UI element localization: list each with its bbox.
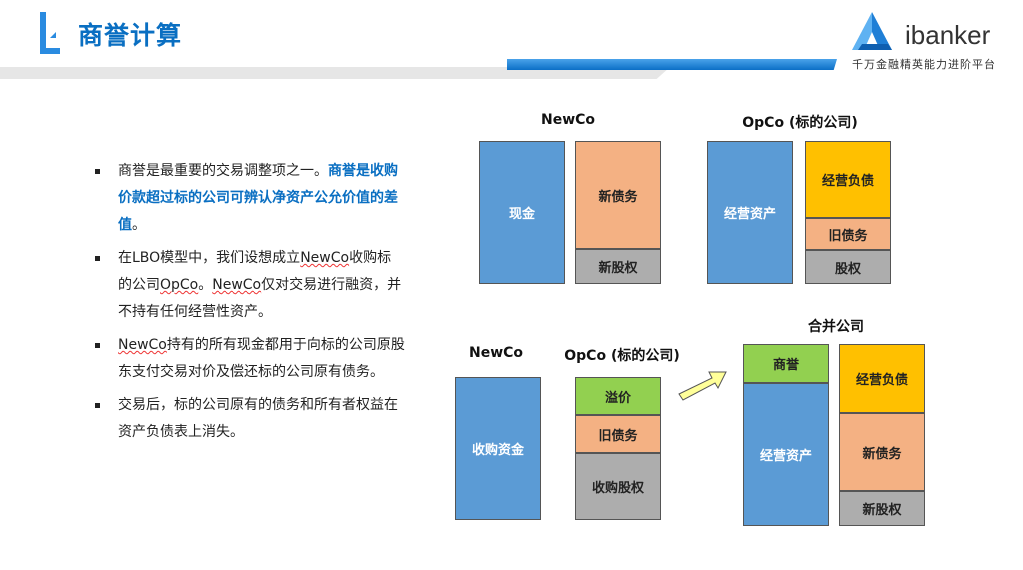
bullet-text: 持有的所有现金都用于向标的公司原股东支付交易对价及偿还标的公司原有债务。 bbox=[118, 337, 405, 380]
term: NewCo bbox=[300, 250, 350, 266]
opco-equity-box: 股权 bbox=[805, 250, 891, 284]
bullet-list: 商誉是最重要的交易调整项之一。商誉是收购价款超过标的公司可辨认净资产公允价值的差… bbox=[95, 158, 405, 452]
bottom-newco-label: NewCo bbox=[468, 345, 524, 361]
merged-new-equity-box: 新股权 bbox=[839, 491, 925, 526]
bullet-item: NewCo持有的所有现金都用于向标的公司原股东支付交易对价及偿还标的公司原有债务… bbox=[95, 332, 405, 386]
ibanker-logo-icon bbox=[852, 12, 892, 50]
bullet-text: 。 bbox=[198, 277, 213, 293]
newco-new-equity-box: 新股权 bbox=[575, 249, 661, 284]
header-divider bbox=[0, 67, 670, 79]
opco-operating-assets-box: 经营资产 bbox=[707, 141, 793, 284]
merged-operating-liabilities-box: 经营负债 bbox=[839, 344, 925, 413]
bullet-text: 交易后，标的公司原有的债务和所有者权益在资产负债表上消失。 bbox=[118, 397, 398, 440]
bullet-item: 在LBO模型中，我们设想成立NewCo收购标的公司OpCo。NewCo仅对交易进… bbox=[95, 245, 405, 326]
page-title: 商誉计算 bbox=[78, 21, 183, 50]
premium-box: 溢价 bbox=[575, 377, 661, 415]
bullet-text: 商誉是最重要的交易调整项之一。 bbox=[118, 163, 328, 179]
brand-name: ibanker bbox=[905, 20, 991, 50]
opco-old-debt-box: 旧债务 bbox=[805, 218, 891, 250]
header-accent-bar bbox=[507, 59, 837, 70]
goodwill-box: 商誉 bbox=[743, 344, 829, 383]
bullet-text: 。 bbox=[132, 217, 146, 233]
term: NewCo bbox=[118, 337, 167, 353]
bottom-opco-label: OpCo (标的公司) bbox=[564, 348, 680, 364]
top-newco-label: NewCo bbox=[540, 112, 596, 128]
arrow-right-icon bbox=[678, 371, 727, 401]
merged-company-label: 合并公司 bbox=[808, 319, 864, 335]
merged-operating-assets-box: 经营资产 bbox=[743, 383, 829, 526]
top-opco-label: OpCo (标的公司) bbox=[742, 115, 858, 131]
bullet-text: 在LBO模型中，我们设想成立 bbox=[118, 250, 301, 266]
logo-mark-icon bbox=[40, 12, 60, 54]
bullet-text: 仅对交易进行融资，并不持有任何经营性资产。 bbox=[118, 277, 402, 320]
term: OpCo bbox=[160, 277, 199, 293]
acquisition-funds-box: 收购资金 bbox=[455, 377, 541, 520]
merged-new-debt-box: 新债务 bbox=[839, 413, 925, 491]
highlight-text: 商誉是收购价款超过标的公司可辨认净资产公允价值的差值 bbox=[118, 163, 398, 233]
bullet-item: 商誉是最重要的交易调整项之一。商誉是收购价款超过标的公司可辨认净资产公允价值的差… bbox=[95, 158, 405, 239]
bullet-item: 交易后，标的公司原有的债务和所有者权益在资产负债表上消失。 bbox=[95, 392, 405, 446]
acquired-equity-box: 收购股权 bbox=[575, 453, 661, 520]
old-debt-box: 旧债务 bbox=[575, 415, 661, 453]
newco-cash-box: 现金 bbox=[479, 141, 565, 284]
term: NewCo bbox=[212, 277, 262, 293]
newco-new-debt-box: 新债务 bbox=[575, 141, 661, 249]
opco-operating-liabilities-box: 经营负债 bbox=[805, 141, 891, 218]
bullet-text: 收购标的公司 bbox=[118, 250, 392, 293]
brand-tagline: 千万金融精英能力进阶平台 bbox=[852, 58, 996, 71]
